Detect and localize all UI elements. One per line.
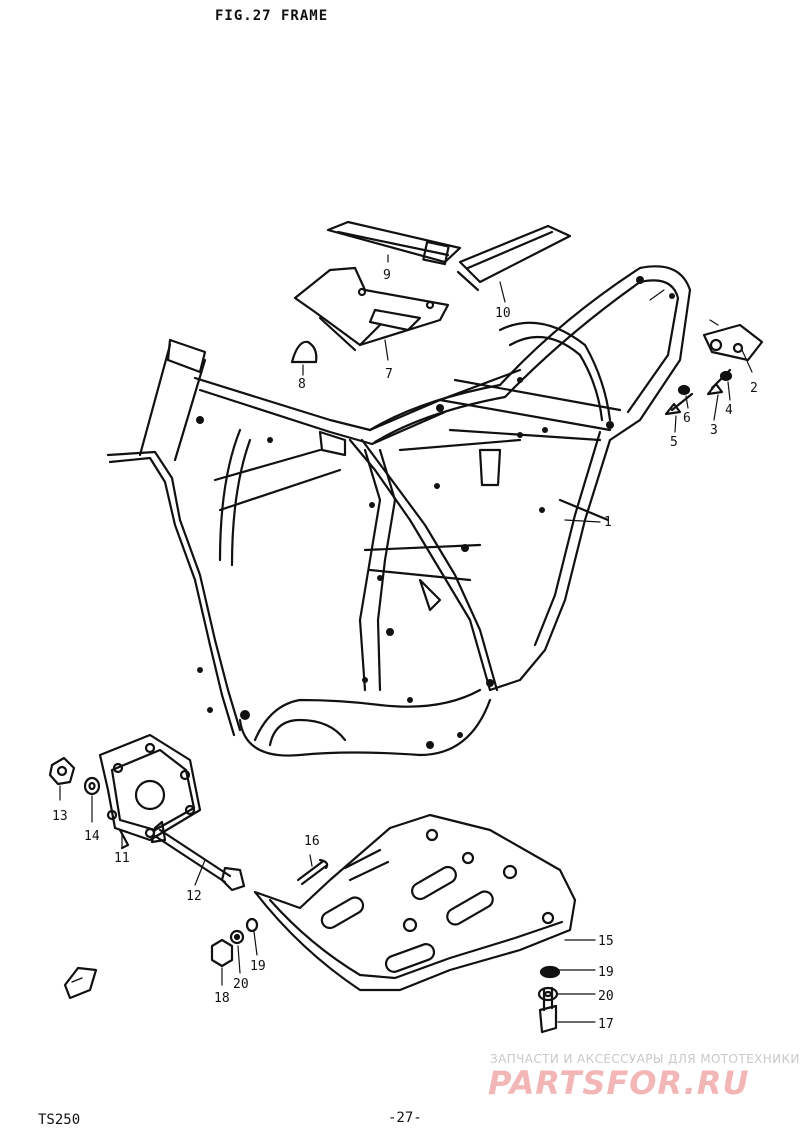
callout-1: 1 [604, 515, 612, 530]
figure-title: FIG.27 FRAME [215, 8, 329, 24]
callout-20-right: 20 [598, 989, 614, 1004]
callout-14: 14 [84, 829, 100, 844]
callout-3: 3 [710, 423, 718, 438]
callout-12: 12 [186, 889, 202, 904]
callout-6: 6 [683, 411, 691, 426]
callout-4: 4 [725, 403, 733, 418]
seat-bracket-part-7 [293, 266, 450, 352]
callout-13: 13 [52, 809, 68, 824]
callout-17: 17 [598, 1017, 614, 1032]
tail-bracket-part-2 [702, 323, 764, 362]
front-direction-arrow-icon [63, 966, 98, 1000]
washer-part-19-right [539, 965, 561, 979]
callout-10: 10 [495, 306, 511, 321]
watermark-logo: PARTSFOR.RU [488, 1064, 750, 1102]
callout-19-left: 19 [250, 959, 266, 974]
washer-part-20-left [229, 929, 245, 945]
engine-mount-plate-part-11 [98, 733, 202, 850]
mount-bolt-part-12 [150, 820, 246, 892]
watermark-tagline: ЗАПЧАСТИ И АКСЕССУАРЫ ДЛЯ МОТОТЕХНИКИ [490, 1052, 800, 1066]
leader-lines [59, 254, 753, 1023]
seat-pad-part-10 [456, 224, 572, 292]
nut-part-18 [210, 938, 234, 968]
page-number: -27- [388, 1110, 422, 1126]
callout-11: 11 [114, 851, 130, 866]
main-frame [106, 265, 692, 757]
callout-20-left: 20 [233, 977, 249, 992]
callout-19-right: 19 [598, 965, 614, 980]
pin-part-16 [296, 858, 329, 886]
seat-strap-part-9 [326, 220, 462, 266]
washer-part-6 [677, 384, 691, 396]
callout-18: 18 [214, 991, 230, 1006]
callout-9: 9 [383, 268, 391, 283]
skid-plate-part-15 [253, 813, 577, 992]
nut-part-13 [48, 756, 76, 786]
callout-5: 5 [670, 435, 678, 450]
washer-part-19-left [245, 917, 259, 933]
callout-7: 7 [385, 367, 393, 382]
callout-15: 15 [598, 934, 614, 949]
callout-8: 8 [298, 377, 306, 392]
callout-16: 16 [304, 834, 320, 849]
washer-part-20-right [537, 986, 559, 1002]
washer-part-14 [83, 776, 101, 796]
callout-2: 2 [750, 381, 758, 396]
bolt-part-17 [538, 986, 558, 1034]
model-code: TS250 [38, 1112, 81, 1128]
rubber-cushion-part-8 [290, 340, 318, 364]
bolt-part-5 [664, 392, 694, 416]
washer-part-4 [719, 370, 733, 382]
